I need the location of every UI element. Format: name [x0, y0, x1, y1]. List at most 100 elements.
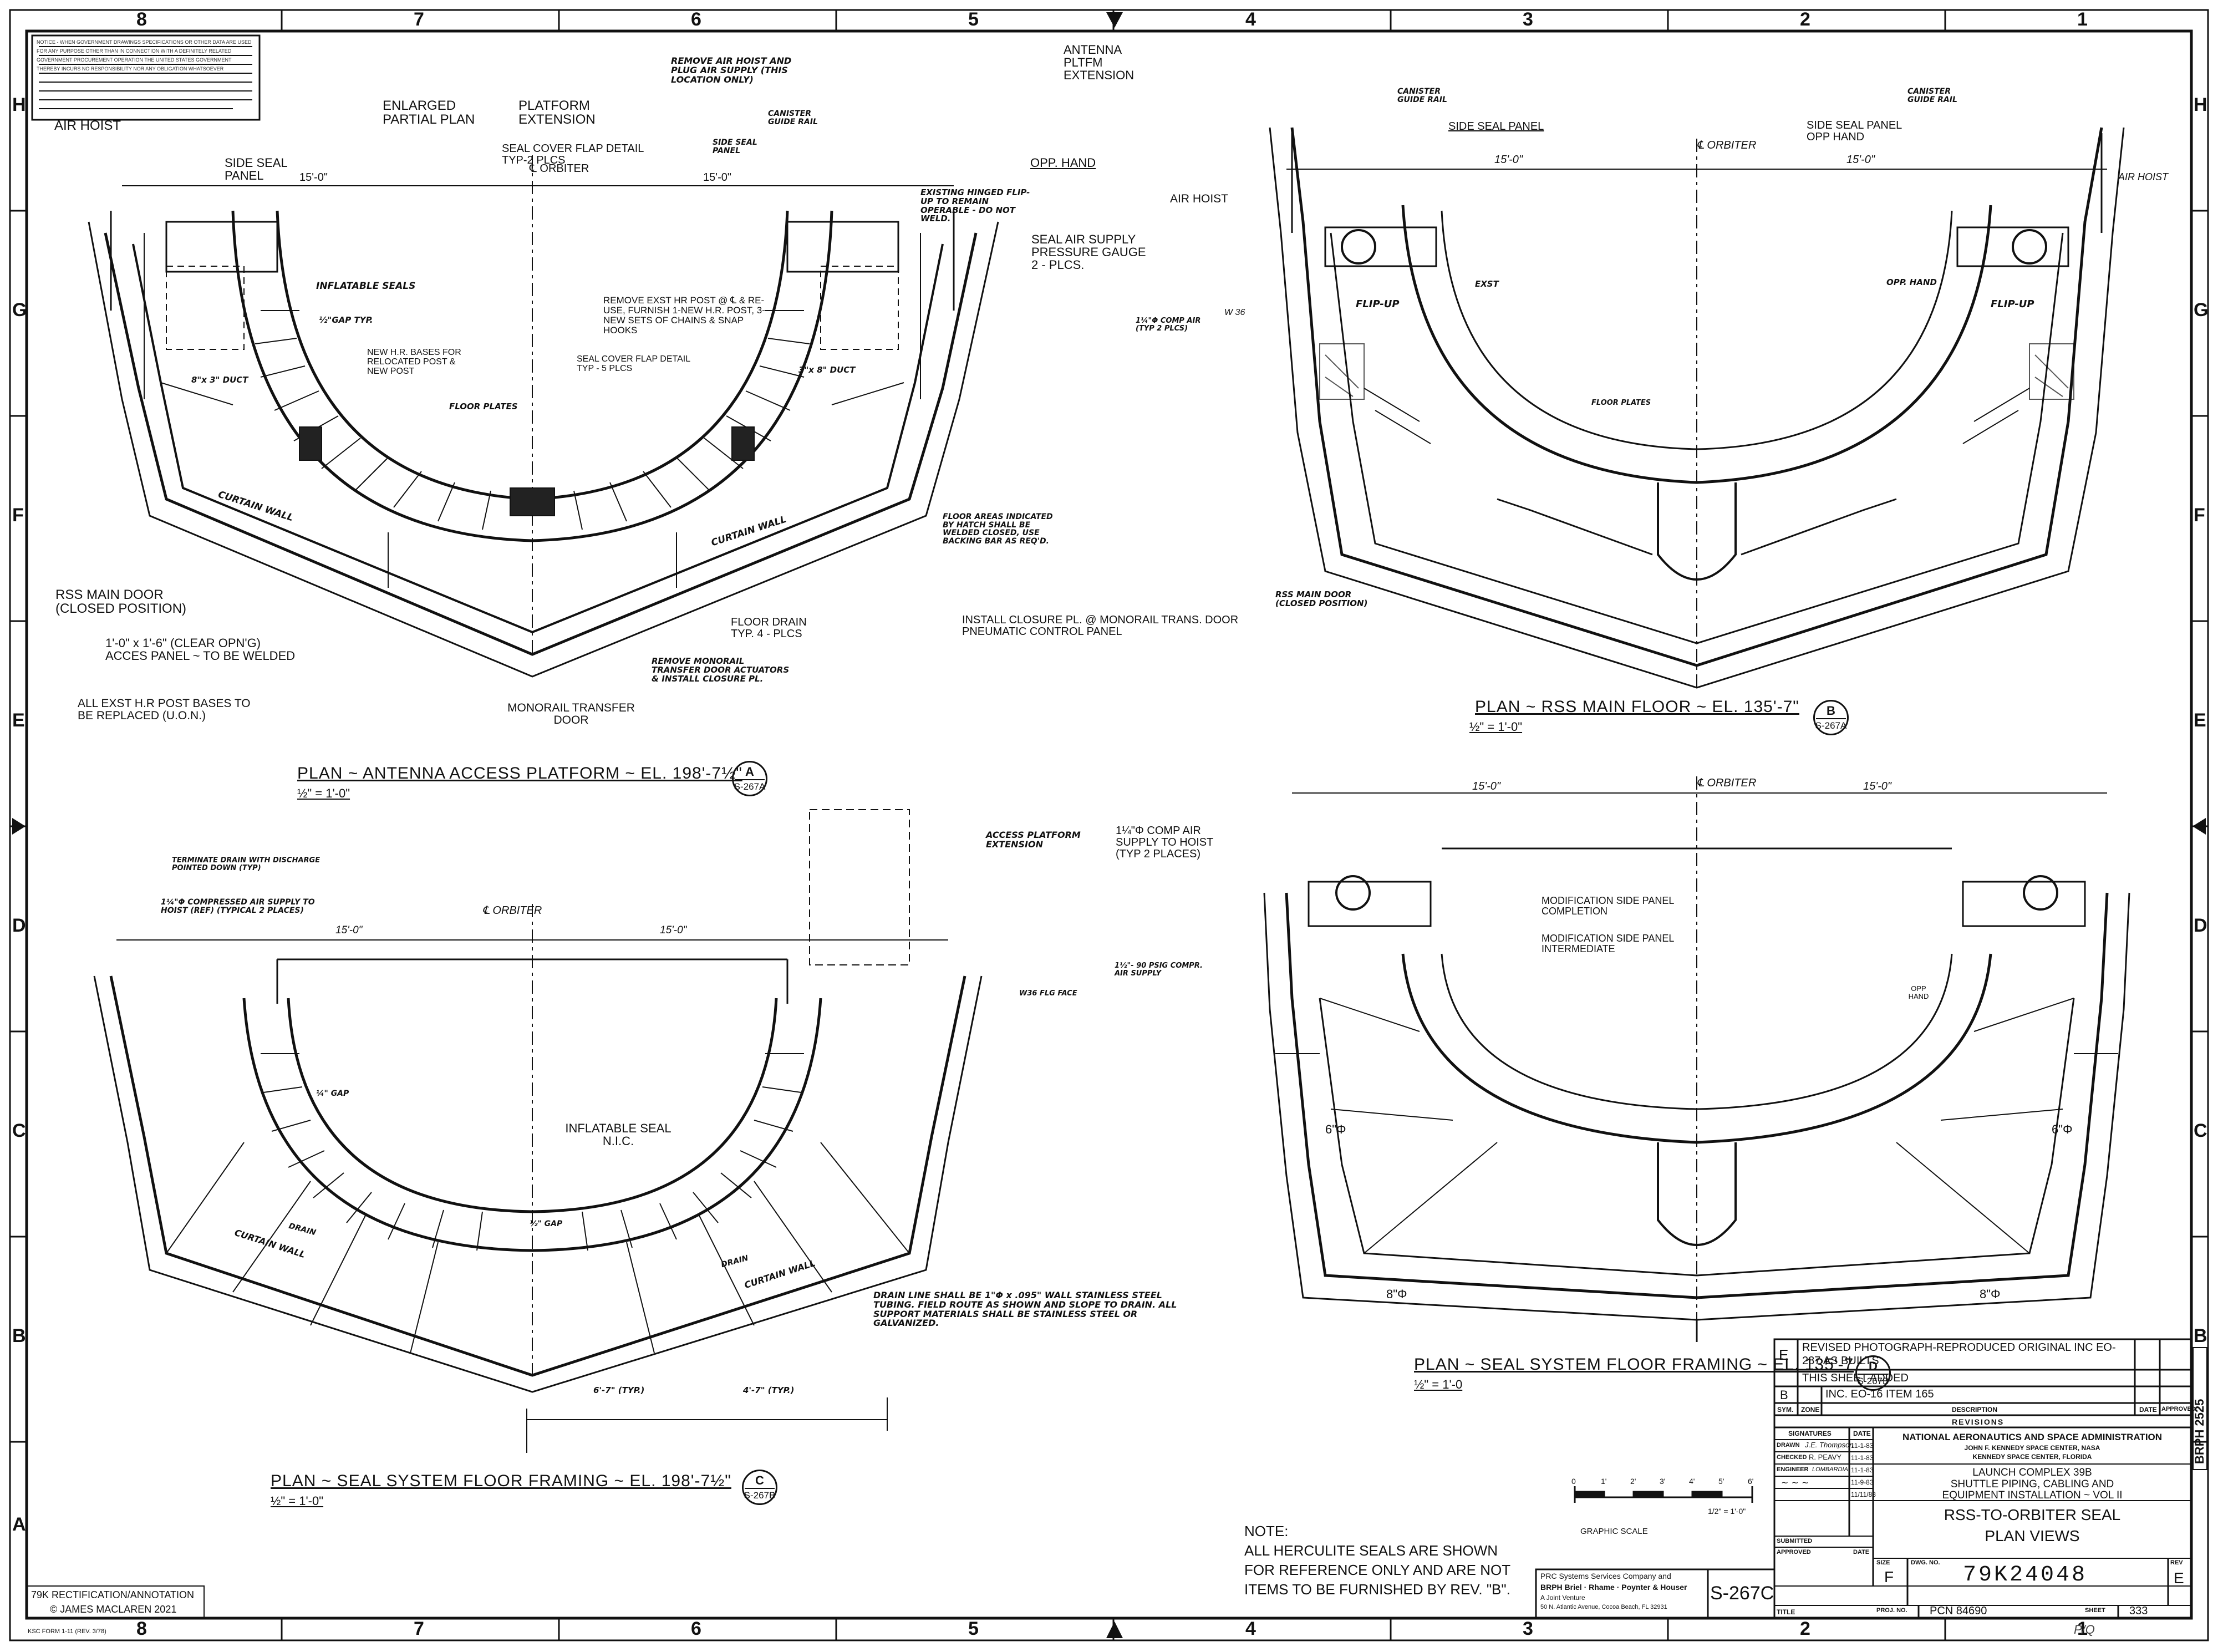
- graphic-scale-ratio: 1/2" = 1'-0": [1708, 1507, 1746, 1516]
- rev-value: E: [2174, 1569, 2184, 1587]
- center-name: JOHN F. KENNEDY SPACE CENTER, NASA: [1964, 1444, 2100, 1452]
- rev-head-approved: APPROVED: [2161, 1406, 2196, 1412]
- label-remove-air-hoist: REMOVE AIR HOIST AND PLUG AIR SUPPLY (TH…: [671, 55, 792, 85]
- rev-head-description: DESCRIPTION: [1952, 1406, 1998, 1414]
- label-inflatable-seals: INFLATABLE SEALS: [316, 281, 416, 292]
- zone-letter: F: [2194, 505, 2205, 526]
- label-comp-air-supply: 1½"- 90 PSIG COMPR. AIR SUPPLY: [1115, 962, 1203, 978]
- engineer-by: LOMBARDIA: [1812, 1466, 1848, 1473]
- general-note: NOTE: ALL HERCULITE SEALS ARE SHOWN FOR …: [1244, 1522, 1510, 1599]
- zone-number: 2: [1800, 9, 1810, 30]
- label-air-hoist-2: AIR HOIST: [1170, 192, 1229, 205]
- label-flg-face: W36 FLG FACE: [1019, 989, 1077, 998]
- engineer-label: ENGINEER: [1777, 1466, 1809, 1473]
- rev-description: REVISED PHOTOGRAPH-REPRODUCED ORIGINAL I…: [1802, 1341, 2116, 1367]
- graphic-scale-tick: 2': [1630, 1477, 1636, 1486]
- firm-line-1: PRC Systems Services Company and: [1540, 1572, 1671, 1580]
- label-cl-orbiter-4: ℄ ORBITER: [1697, 777, 1757, 789]
- dwg-no-label: DWG. NO.: [1911, 1559, 1940, 1566]
- label-terminate-drain: TERMINATE DRAIN WITH DISCHARGE POINTED D…: [172, 856, 321, 872]
- label-comp-air-hoist: 1¼"Φ COMP AIR SUPPLY TO HOIST (TYP 2 PLA…: [1116, 825, 1213, 860]
- label-dim-4-7: 4'-7" (TYP.): [743, 1385, 795, 1395]
- label-canister-guide-rail: CANISTER GUIDE RAIL: [1907, 87, 1957, 104]
- rev-title: REVISIONS: [1952, 1417, 2005, 1426]
- note-line: ITEMS TO BE FURNISHED BY REV. "B".: [1244, 1581, 1510, 1598]
- label-dia-6-right: 6"Φ: [2052, 1122, 2073, 1136]
- zone-letter: B: [12, 1325, 26, 1346]
- zone-number: 8: [136, 9, 147, 30]
- zone-number: 8: [136, 1618, 147, 1639]
- zone-number: 2: [1800, 1618, 1810, 1639]
- note-line: FOR REFERENCE ONLY AND ARE NOT: [1244, 1562, 1511, 1579]
- label-side-seal-panel-3: SIDE SEAL PANEL: [1448, 120, 1544, 133]
- label-new-hr-bases: NEW H.R. BASES FOR RELOCATED POST & NEW …: [367, 348, 461, 376]
- label-antenna-platform-ext: ANTENNA PLTFM EXTENSION: [1064, 43, 1135, 83]
- drawing-title-2: PLAN VIEWS: [1985, 1527, 2080, 1544]
- zone-letter: C: [2194, 1120, 2207, 1141]
- checked-label: CHECKED: [1777, 1454, 1807, 1461]
- graphic-scale-tick: 5': [1718, 1477, 1724, 1486]
- label-side-seal-panel: SIDE SEAL PANEL: [225, 156, 287, 183]
- label-compressed-air: 1¼"Φ COMPRESSED AIR SUPPLY TO HOIST (REF…: [161, 898, 315, 915]
- rev-head-date: DATE: [2139, 1406, 2157, 1414]
- zone-letter: E: [2194, 710, 2206, 731]
- location-name: KENNEDY SPACE CENTER, FLORIDA: [1972, 1453, 2092, 1461]
- label-floor-plates: FLOOR PLATES: [449, 401, 518, 411]
- zone-number: 3: [1523, 1618, 1533, 1639]
- sheet-label: SHEET: [2085, 1607, 2105, 1614]
- zone-number: 1: [2077, 1618, 2088, 1639]
- zone-letter: G: [12, 299, 27, 321]
- zone-number: 7: [414, 1618, 424, 1639]
- project-line-1: LAUNCH COMPLEX 39B: [1972, 1467, 2092, 1478]
- zone-letter: B: [2194, 1325, 2207, 1346]
- label-drain-line: DRAIN LINE SHALL BE 1"Φ x .095" WALL STA…: [873, 1290, 1177, 1329]
- view-title-main-floor: PLAN ~ RSS MAIN FLOOR ~ EL. 135'-7": [1475, 698, 1799, 716]
- engineer-date: 11-1-83: [1851, 1466, 1874, 1474]
- checked-by: R. PEAVY: [1809, 1453, 1842, 1461]
- label-seal-air-supply: SEAL AIR SUPPLY PRESSURE GAUGE 2 - PLCS.: [1031, 232, 1146, 272]
- label-dim-15-0: 15'-0": [1494, 154, 1523, 166]
- size-value: F: [1884, 1568, 1894, 1585]
- label-gap-typ: ½"GAP TYP.: [319, 315, 373, 325]
- label-side-seal-panel-2: SIDE SEAL PANEL: [713, 138, 757, 155]
- label-duct-b: 3"x 8" DUCT: [798, 365, 856, 375]
- label-dim-15-0: 15'-0": [1472, 780, 1500, 792]
- label-rss-main-door-2: RSS MAIN DOOR (CLOSED POSITION): [1275, 589, 1368, 608]
- firm-line-3: A Joint Venture: [1540, 1594, 1585, 1602]
- label-dim-15-0: 15'-0": [1846, 154, 1875, 166]
- label-dia-6-left: 6"Φ: [1325, 1122, 1346, 1136]
- zone-number: 5: [968, 9, 979, 30]
- label-cl-orbiter-2: ℄ ORBITER: [1697, 139, 1757, 151]
- checked-date: 11-1-83: [1851, 1454, 1874, 1462]
- rev-description: INC. EO-16 ITEM 165: [1825, 1388, 1934, 1400]
- corner-credit-1: 79K RECTIFICATION/ANNOTATION: [31, 1589, 195, 1600]
- rev-label: REV: [2170, 1559, 2183, 1566]
- label-seal-cover-flap-5: SEAL COVER FLAP DETAIL TYP - 5 PLCS: [577, 354, 690, 373]
- sheet-value: 333: [2129, 1605, 2148, 1617]
- label-all-exst-hr: ALL EXST H.R POST BASES TO BE REPLACED (…: [78, 697, 251, 723]
- zone-letter: D: [2194, 915, 2207, 936]
- graphic-scale-tick: 0: [1571, 1477, 1576, 1486]
- drawn-label: DRAWN: [1777, 1442, 1800, 1448]
- zone-letter: G: [2194, 299, 2209, 321]
- graphic-scale-tick: 4': [1689, 1477, 1695, 1486]
- signature-date: 11-9-83: [1851, 1478, 1874, 1486]
- label-air-hoist-3: AIR HOIST: [2118, 171, 2169, 182]
- zone-letter: E: [12, 710, 25, 731]
- label-gap-b: ½" GAP: [530, 1219, 563, 1228]
- title-label: TITLE: [1777, 1608, 1795, 1616]
- zone-number: 4: [1245, 1618, 1256, 1639]
- label-install-closure: INSTALL CLOSURE PL. @ MONORAIL TRANS. DO…: [962, 614, 1239, 638]
- view-scale-seal-135: ½" = 1'-0: [1414, 1377, 1463, 1391]
- label-mod-side-completion: MODIFICATION SIDE PANEL COMPLETION: [1542, 895, 1674, 917]
- label-cl-orbiter-3: ℄ ORBITER: [482, 904, 542, 917]
- view-scale-main-floor: ½" = 1'-0": [1469, 720, 1523, 734]
- label-gap-a: ¼" GAP: [316, 1089, 349, 1098]
- label-seal-cover-flap: SEAL COVER FLAP DETAIL TYP-2 PLCS: [502, 143, 644, 166]
- label-side-seal-opp: SIDE SEAL PANEL OPP HAND: [1807, 119, 1902, 143]
- firm-line-2: BRPH Briel · Rhame · Poynter & Houser: [1540, 1583, 1687, 1592]
- label-dia-8-right: 8"Φ: [1980, 1287, 2001, 1301]
- label-remove-monorail: REMOVE MONORAIL TRANSFER DOOR ACTUATORS …: [652, 656, 790, 684]
- zone-letter: D: [12, 915, 26, 936]
